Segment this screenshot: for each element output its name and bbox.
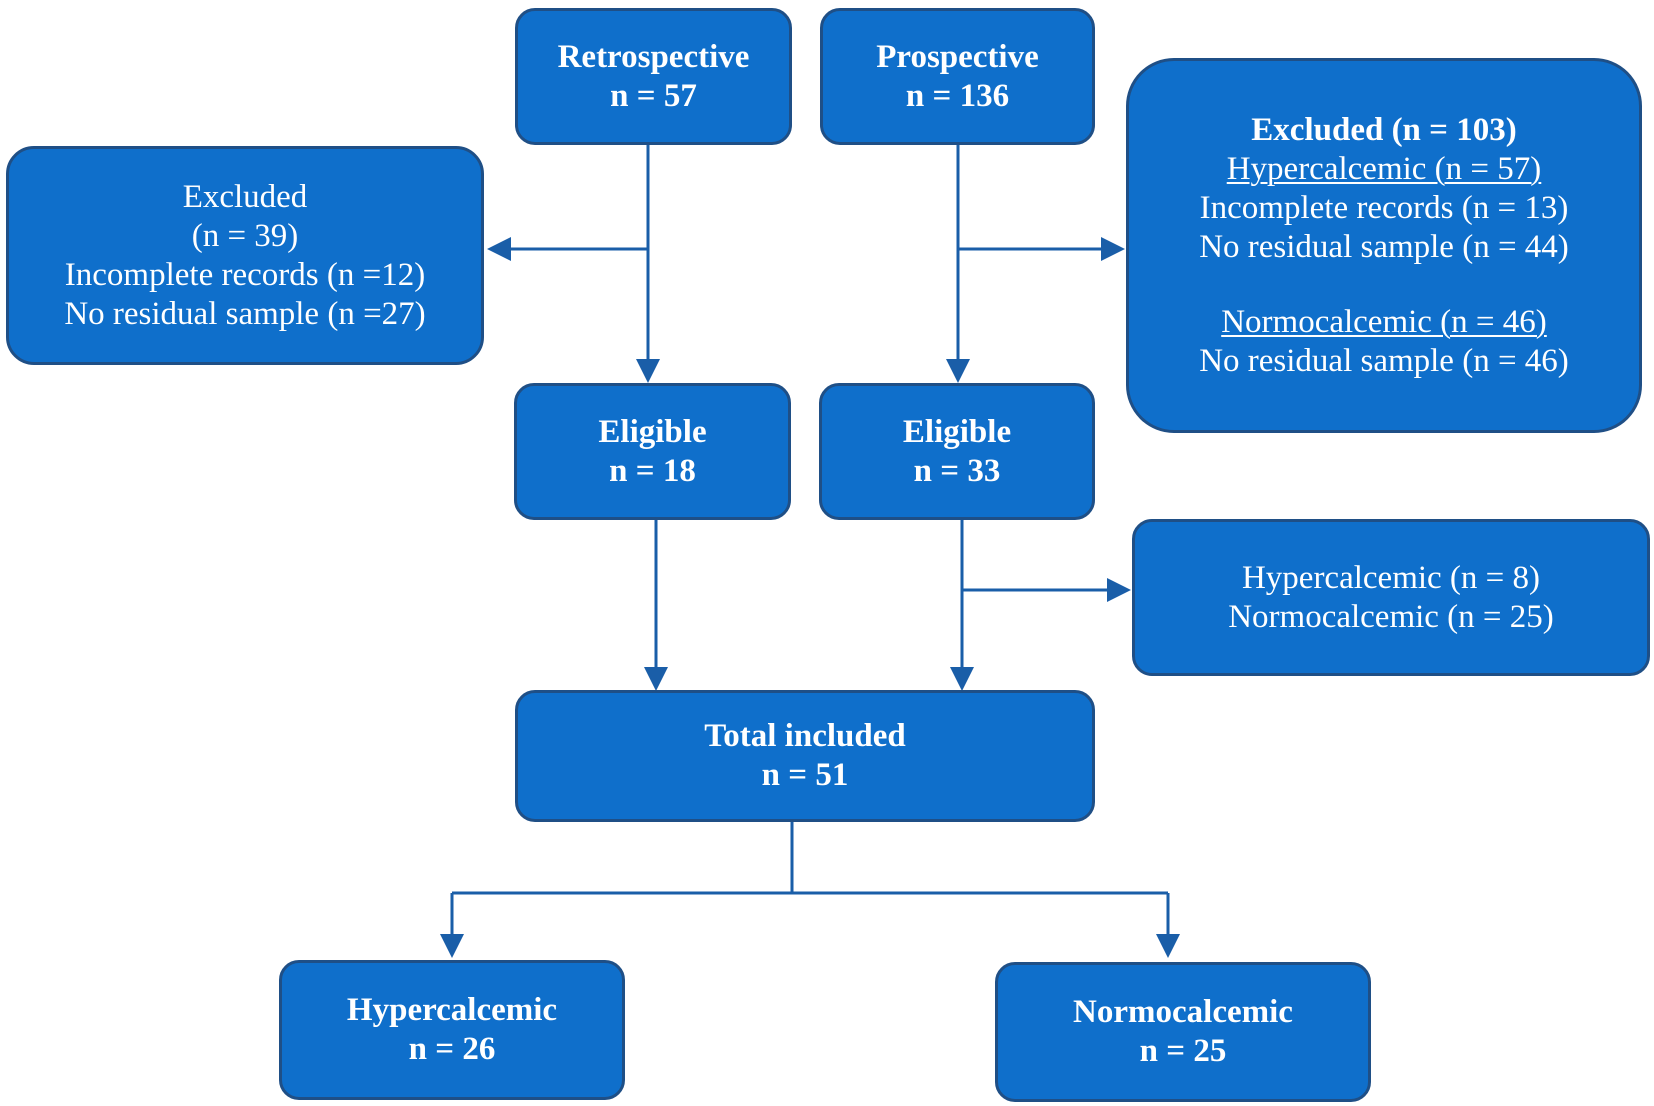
excluded-retro-box: Excluded (n = 39) Incomplete records (n … [6,146,484,365]
retrospective-count: n = 57 [610,77,697,114]
prosp-split-box: Hypercalcemic (n = 8) Normocalcemic (n =… [1132,519,1650,676]
prosp-split-line: Hypercalcemic (n = 8) [1241,559,1541,596]
excluded-prosp-title: Excluded (n = 103) [1251,111,1517,148]
total-included-title: Total included [704,718,906,754]
eligible-prosp-box: Eligible n = 33 [819,383,1095,520]
excluded-prosp-box: Excluded (n = 103) Hypercalcemic (n = 57… [1126,58,1642,433]
excluded-prosp-hyper-line: Incomplete records (n = 13) [1199,189,1569,226]
eligible-prosp-count: n = 33 [913,452,1001,489]
excluded-retro-line: (n = 39) [191,217,299,254]
excluded-prosp-normo-line: No residual sample (n = 46) [1199,342,1569,379]
prospective-count: n = 136 [905,77,1010,114]
total-included-box: Total included n = 51 [515,690,1095,822]
excluded-retro-line: No residual sample (n =27) [64,295,426,332]
hypercalcemic-box: Hypercalcemic n = 26 [279,960,625,1100]
excluded-retro-line: Excluded [182,178,308,215]
hypercalcemic-title: Hypercalcemic [346,992,558,1028]
normocalcemic-title: Normocalcemic [1073,994,1293,1030]
excluded-prosp-normo-heading: Normocalcemic (n = 46) [1221,303,1547,340]
total-included-count: n = 51 [761,757,849,793]
prospective-title: Prospective [876,38,1039,75]
excluded-prosp-hyper-line: No residual sample (n = 44) [1199,228,1569,265]
eligible-prosp-title: Eligible [902,413,1012,450]
normocalcemic-box: Normocalcemic n = 25 [995,962,1371,1102]
prospective-box: Prospective n = 136 [820,8,1095,145]
hypercalcemic-count: n = 26 [408,1031,496,1067]
retrospective-box: Retrospective n = 57 [515,8,792,145]
eligible-retro-count: n = 18 [609,452,696,489]
excluded-retro-line: Incomplete records (n =12) [64,256,426,293]
eligible-retro-title: Eligible [598,413,707,450]
excluded-prosp-hyper-heading: Hypercalcemic (n = 57) [1226,150,1542,187]
normocalcemic-count: n = 25 [1139,1033,1227,1069]
retrospective-title: Retrospective [557,38,750,75]
eligible-retro-box: Eligible n = 18 [514,383,791,520]
prosp-split-line: Normocalcemic (n = 25) [1228,598,1554,635]
